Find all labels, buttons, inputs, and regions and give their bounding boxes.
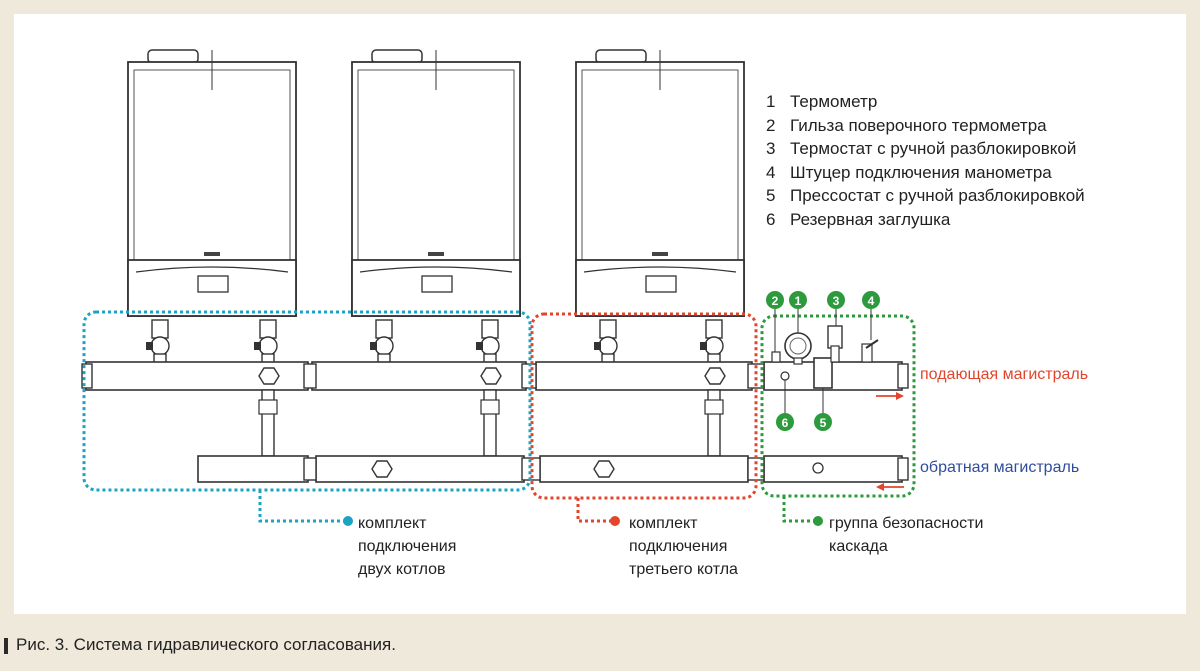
group-label-line: подключения: [358, 538, 457, 555]
svg-text:2: 2: [772, 294, 779, 308]
legend-number: 2: [766, 115, 776, 135]
component-legend: 1 Термометр 2 Гильза поверочного термометр…: [766, 90, 1085, 231]
legend-item: 1 Термометр: [766, 90, 1085, 114]
group-label-line: подключения: [629, 538, 728, 555]
group-label-line: комплект: [358, 515, 427, 532]
legend-text: Термостат с ручной разблокировкой: [790, 139, 1077, 158]
figure-caption: Рис. 3. Система гидравлического согласов…: [0, 622, 1200, 671]
legend-item: 6 Резервная заглушка: [766, 208, 1085, 232]
svg-text:3: 3: [833, 294, 840, 308]
svg-text:5: 5: [820, 416, 827, 430]
caption-marker: [4, 638, 8, 654]
group-label-line: группа безопасности: [829, 515, 984, 532]
group-two-boilers-outline: [82, 310, 532, 492]
svg-text:1: 1: [795, 294, 802, 308]
legend-text: Резервная заглушка: [790, 209, 951, 229]
legend-text: Штуцер подключения манометра: [790, 162, 1052, 182]
legend-text: Прессостат с ручной разблокировкой: [790, 186, 1085, 205]
legend-number: 1: [766, 92, 776, 111]
legend-number: 4: [766, 162, 776, 182]
group-third-boiler-label: комплект подключения третьего котла: [629, 512, 738, 581]
group-safety-label: группа безопасности каскада: [829, 512, 983, 558]
boiler-2: [351, 49, 521, 317]
return-pipe-2: [315, 455, 525, 483]
supply-line-label: подающая магистраль: [920, 366, 1089, 383]
legend-text: Гильза поверочного термометра: [790, 115, 1047, 135]
marker-3: 3: [827, 291, 845, 309]
marker-5: 5: [814, 413, 832, 431]
boiler-1: [127, 49, 297, 317]
legend-item: 5 Прессостат с ручной разблокировкой: [766, 184, 1085, 208]
group-third-boiler-outline: [530, 312, 758, 500]
group-label-line: комплект: [629, 515, 698, 532]
caption-text: Рис. 3. Система гидравлического согласов…: [16, 635, 396, 654]
return-line-label: обратная магистраль: [920, 459, 1080, 476]
marker-4: 4: [862, 291, 880, 309]
return-safety-pipe: [763, 455, 903, 483]
legend-item: 4 Штуцер подключения манометра: [766, 161, 1085, 185]
legend-item: 2 Гильза поверочного термометра: [766, 114, 1085, 138]
group-label-line: двух котлов: [358, 561, 446, 578]
legend-number: 3: [766, 139, 776, 158]
marker-1: 1: [789, 291, 807, 309]
group-two-boilers-label: комплект подключения двух котлов: [358, 512, 456, 581]
marker-6: 6: [776, 413, 794, 431]
group-label-line: каскада: [829, 538, 888, 555]
boiler-3: [575, 49, 745, 317]
svg-text:4: 4: [868, 294, 875, 308]
return-pipe-1: [197, 455, 309, 483]
return-pipe-3: [539, 455, 749, 483]
legend-item: 3 Термостат с ручной разблокировкой: [766, 137, 1085, 161]
legend-number: 5: [766, 186, 776, 205]
group-label-line: третьего котла: [629, 561, 738, 578]
legend-number: 6: [766, 209, 776, 229]
legend-text: Термометр: [790, 92, 878, 111]
group-safety-outline: [760, 314, 916, 498]
svg-text:6: 6: [782, 416, 789, 430]
marker-2: 2: [766, 291, 784, 309]
